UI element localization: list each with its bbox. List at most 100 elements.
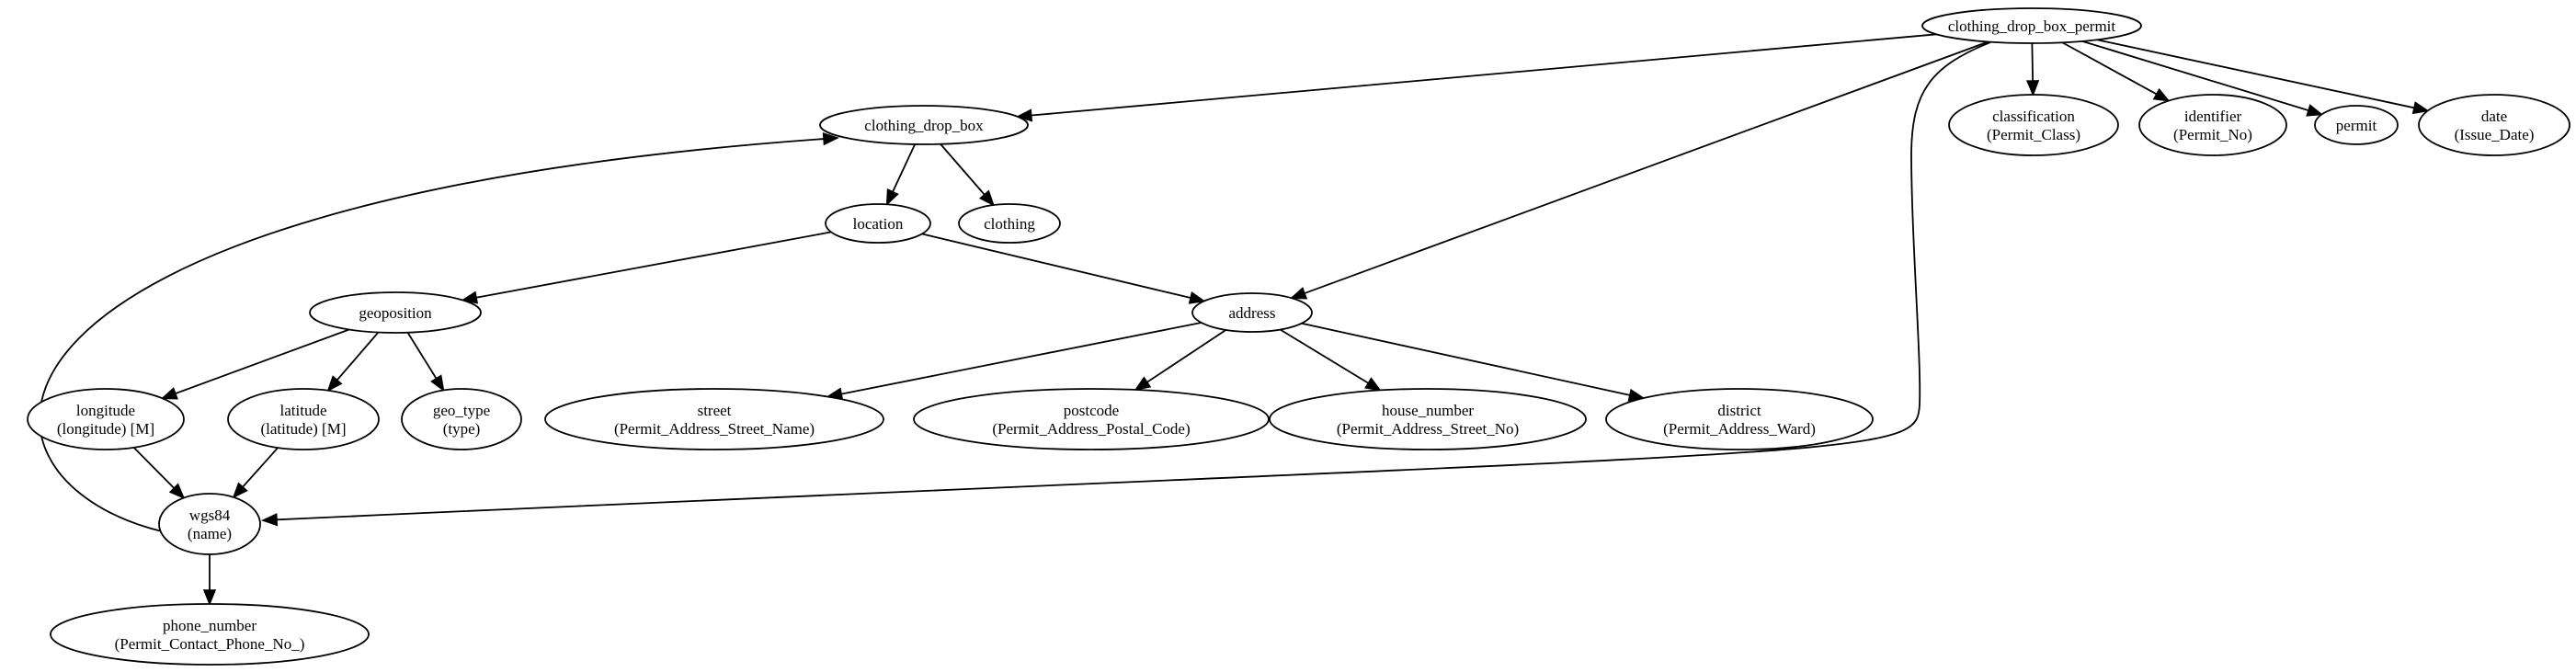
node-latitude: latitude(latitude) [M] <box>227 388 380 450</box>
edge-wgs84-to-clothing_drop_box <box>39 132 840 532</box>
node-classification: classification(Permit_Class) <box>1948 94 2119 156</box>
arrowhead <box>260 513 279 527</box>
edge-clothing_drop_box_permit-to-address <box>1289 40 1989 300</box>
edge-line <box>892 143 917 193</box>
edge-location-to-geoposition <box>461 231 832 304</box>
arrowhead <box>2306 104 2324 117</box>
edge-clothing_drop_box_permit-to-identifier <box>2061 41 2171 102</box>
arrowhead <box>2152 87 2171 102</box>
edge-line <box>840 322 1202 395</box>
arrowhead <box>461 290 479 304</box>
edge-line <box>2031 42 2035 82</box>
node-sublabel: (latitude) [M] <box>261 420 347 438</box>
edge-line <box>1146 329 1227 383</box>
node-label: clothing_drop_box_permit <box>1948 17 2116 35</box>
node-clothing: clothing <box>958 203 1061 244</box>
nodes-layer: clothing_drop_box_permit clothing_drop_bo… <box>27 7 2570 666</box>
node-label: location <box>853 215 904 233</box>
node-ellipse <box>1921 7 2142 44</box>
node-identifier: identifier(Permit_No) <box>2138 94 2287 156</box>
arrowhead <box>2411 101 2430 115</box>
node-label: geoposition <box>359 304 432 322</box>
node-clothing-drop-box: clothing_drop_box <box>819 105 1029 145</box>
edge-line <box>1031 33 1937 117</box>
node-sublabel: (type) <box>443 420 481 438</box>
node-ellipse <box>158 493 261 555</box>
node-longitude: longitude(longitude) [M] <box>27 388 185 450</box>
edge-clothing_drop_box_permit-to-wgs84 <box>260 41 1991 527</box>
edge-clothing_drop_box-to-clothing <box>940 143 996 207</box>
edge-line <box>1301 322 1631 396</box>
node-sublabel: (Issue_Date) <box>2455 126 2535 143</box>
node-label: wgs84 <box>189 507 231 524</box>
node-label: district <box>1717 402 1761 419</box>
edge-line <box>2081 40 2309 111</box>
node-label: address <box>1229 304 1276 322</box>
node-label: house_number <box>1382 402 1474 419</box>
node-sublabel: (Permit_Contact_Phone_No_) <box>115 635 305 653</box>
node-sublabel: (Permit_Address_Street_Name) <box>614 420 815 438</box>
arrowhead <box>232 482 248 499</box>
node-ellipse <box>50 603 370 666</box>
edge-address-to-district <box>1301 322 1646 402</box>
edges-layer <box>39 33 2430 607</box>
node-ellipse <box>825 203 931 244</box>
arrowhead <box>1134 376 1152 392</box>
arrowhead <box>1364 377 1382 392</box>
node-sublabel: (Permit_Address_Street_No) <box>1337 420 1519 438</box>
arrowhead <box>430 374 445 393</box>
node-ellipse <box>913 388 1270 450</box>
edge-latitude-to-wgs84 <box>232 447 279 499</box>
arrowhead <box>1015 108 1033 122</box>
node-label: postcode <box>1064 402 1119 419</box>
node-permit: permit <box>2314 105 2399 145</box>
node-ellipse <box>2138 94 2287 156</box>
edge-clothing_drop_box_permit-to-classification <box>2025 42 2040 97</box>
node-clothing-drop-box-permit: clothing_drop_box_permit <box>1921 7 2142 44</box>
edge-geoposition-to-geo_type <box>406 332 445 393</box>
arrowhead <box>160 387 178 400</box>
arrowhead <box>1289 287 1308 300</box>
node-ellipse <box>227 388 380 450</box>
edge-clothing_drop_box_permit-to-date <box>2096 39 2430 115</box>
node-label: clothing <box>984 215 1035 233</box>
arrowhead <box>822 132 840 146</box>
node-sublabel: (Permit_Address_Postal_Code) <box>992 420 1190 438</box>
node-ellipse <box>1191 292 1313 333</box>
node-district: district(Permit_Address_Ward) <box>1605 388 1874 450</box>
node-postcode: postcode(Permit_Address_Postal_Code) <box>913 388 1270 450</box>
arrowhead <box>978 189 996 207</box>
edge-geoposition-to-longitude <box>160 328 350 400</box>
node-ellipse <box>401 388 522 450</box>
arrowhead <box>885 188 899 207</box>
edge-clothing_drop_box_permit-to-clothing_drop_box <box>1015 33 1937 122</box>
node-label: permit <box>2336 117 2377 134</box>
edge-line <box>921 233 1191 299</box>
node-street: street(Permit_Address_Street_Name) <box>544 388 884 450</box>
edge-clothing_drop_box-to-location <box>885 143 917 207</box>
node-label: street <box>698 402 732 419</box>
node-label: date <box>2481 108 2507 125</box>
node-house-number: house_number(Permit_Address_Street_No) <box>1269 388 1587 450</box>
node-ellipse <box>1605 388 1874 450</box>
node-ellipse <box>2418 94 2570 156</box>
edge-wgs84-to-phone_number <box>202 554 217 607</box>
edge-line <box>475 231 832 299</box>
edge-line <box>336 331 380 382</box>
edge-line <box>242 447 279 488</box>
arrowhead <box>202 589 217 607</box>
edge-line <box>406 332 438 380</box>
node-geoposition: geoposition <box>309 291 482 334</box>
node-ellipse <box>544 388 884 450</box>
edge-longitude-to-wgs84 <box>132 447 186 500</box>
node-ellipse <box>2314 105 2399 145</box>
edge-line <box>1304 40 1989 294</box>
edge-line <box>39 138 825 532</box>
edge-line <box>1280 328 1369 384</box>
node-label: identifier <box>2184 108 2242 125</box>
node-location: location <box>825 203 931 244</box>
edge-clothing_drop_box_permit-to-permit <box>2081 40 2324 117</box>
arrowhead <box>326 375 343 393</box>
node-label: phone_number <box>163 617 256 634</box>
